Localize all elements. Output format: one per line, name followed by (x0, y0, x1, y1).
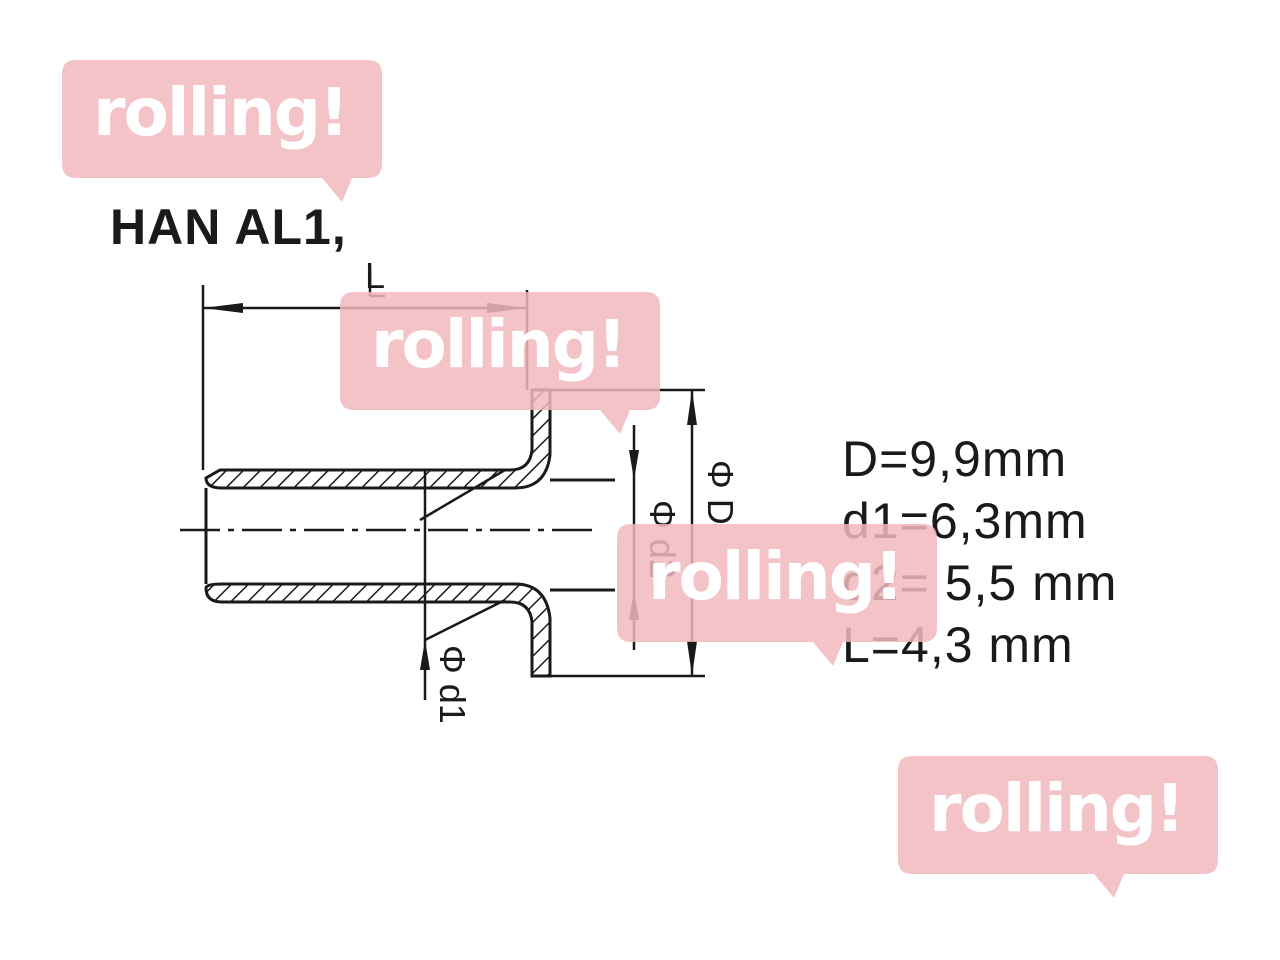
watermark-text: rolling! (370, 306, 627, 383)
watermark-logo: rolling! (898, 756, 1218, 898)
dim-d1-label: Φ d1 (432, 645, 473, 724)
watermark-logo: rolling! (62, 60, 382, 202)
dim-D-arrow-top (687, 390, 697, 425)
eyelet-lower-section (204, 582, 552, 678)
watermark-text: rolling! (92, 74, 349, 151)
dim-d1-leader-upper (419, 468, 506, 522)
watermark-text: rolling! (928, 770, 1185, 847)
dim-L-label: L (365, 255, 385, 296)
product-title: HAN AL1, (110, 199, 347, 255)
watermark-logo: rolling! (340, 292, 660, 434)
dim-d1-leader-lower (424, 598, 506, 642)
dim-L-arrow-left (203, 303, 243, 313)
watermark-text: rolling! (647, 538, 904, 615)
eyelet-upper-section (204, 388, 552, 490)
dim-d2-arrow-top (629, 450, 639, 480)
dim-D-arrow-bottom (687, 641, 697, 676)
watermark-logo: rolling! (617, 524, 937, 666)
dim-d1-arrow (420, 640, 430, 670)
spec-D: D=9,9mm (842, 431, 1068, 487)
dim-D-label: Φ D (700, 460, 741, 525)
